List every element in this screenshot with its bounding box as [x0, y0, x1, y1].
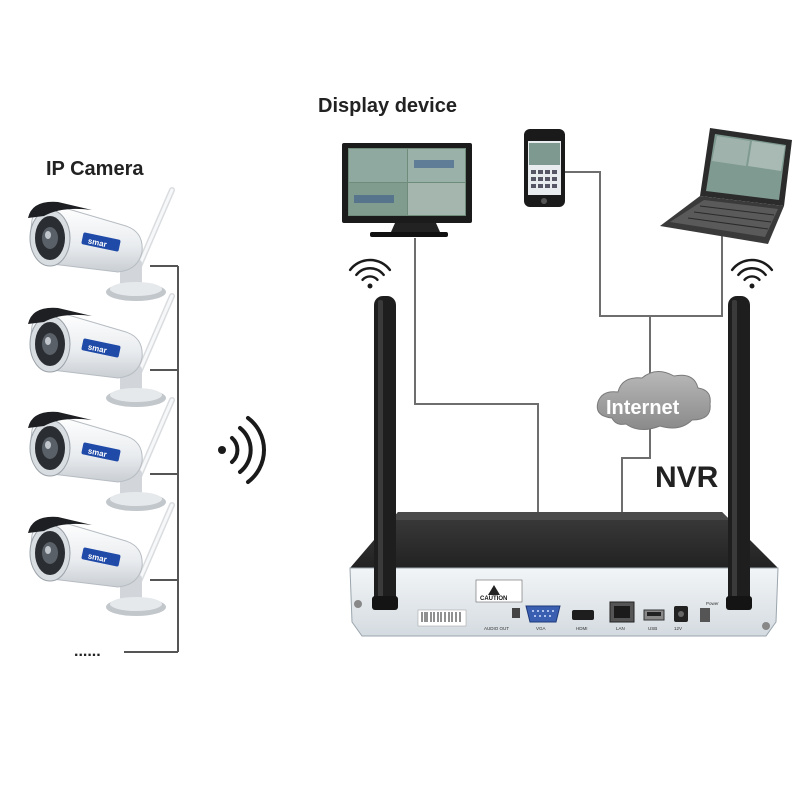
port-label-12v: 12V: [674, 626, 682, 631]
camera-icon: [28, 505, 172, 616]
nvr-label: NVR: [655, 461, 719, 494]
port-label-vga: VGA: [536, 626, 546, 631]
internet-label: Internet: [606, 397, 680, 419]
wifi-icon: [216, 416, 266, 484]
port-label-audio: AUDIO OUT: [484, 626, 509, 631]
more-cameras-ellipsis: ......: [74, 643, 101, 660]
power-switch: [700, 608, 710, 622]
antenna-icon: [726, 296, 752, 610]
wifi-icon: [730, 258, 774, 290]
port-label-lan: LAN: [616, 626, 625, 631]
camera-icon: [28, 190, 172, 301]
display-device-label: Display device: [318, 95, 457, 117]
barcode-sticker: [417, 609, 467, 627]
port-label-hdmi: HDMI: [576, 626, 588, 631]
port-label-usb: USB: [648, 626, 657, 631]
vga-port: [525, 605, 561, 623]
phone-icon: [524, 129, 565, 207]
nvr-device: CAUTION AUDIO OUT VGA HDMI LAN USB 12V P…: [349, 512, 779, 637]
hdmi-port: [572, 610, 594, 620]
audio-out-port: [512, 608, 520, 618]
monitor-icon: [342, 143, 472, 237]
camera-bracket-wire: [124, 265, 179, 653]
camera-icon: [28, 400, 172, 511]
wifi-icon: [348, 258, 392, 290]
camera-icon: [28, 296, 172, 407]
ip-camera-label: IP Camera: [46, 158, 144, 180]
antenna-icon: [372, 296, 398, 610]
cloud-icon: Internet: [596, 371, 711, 430]
power-label: Power: [706, 601, 719, 606]
caution-label: CAUTION: [480, 596, 507, 602]
laptop-icon: [660, 128, 792, 244]
